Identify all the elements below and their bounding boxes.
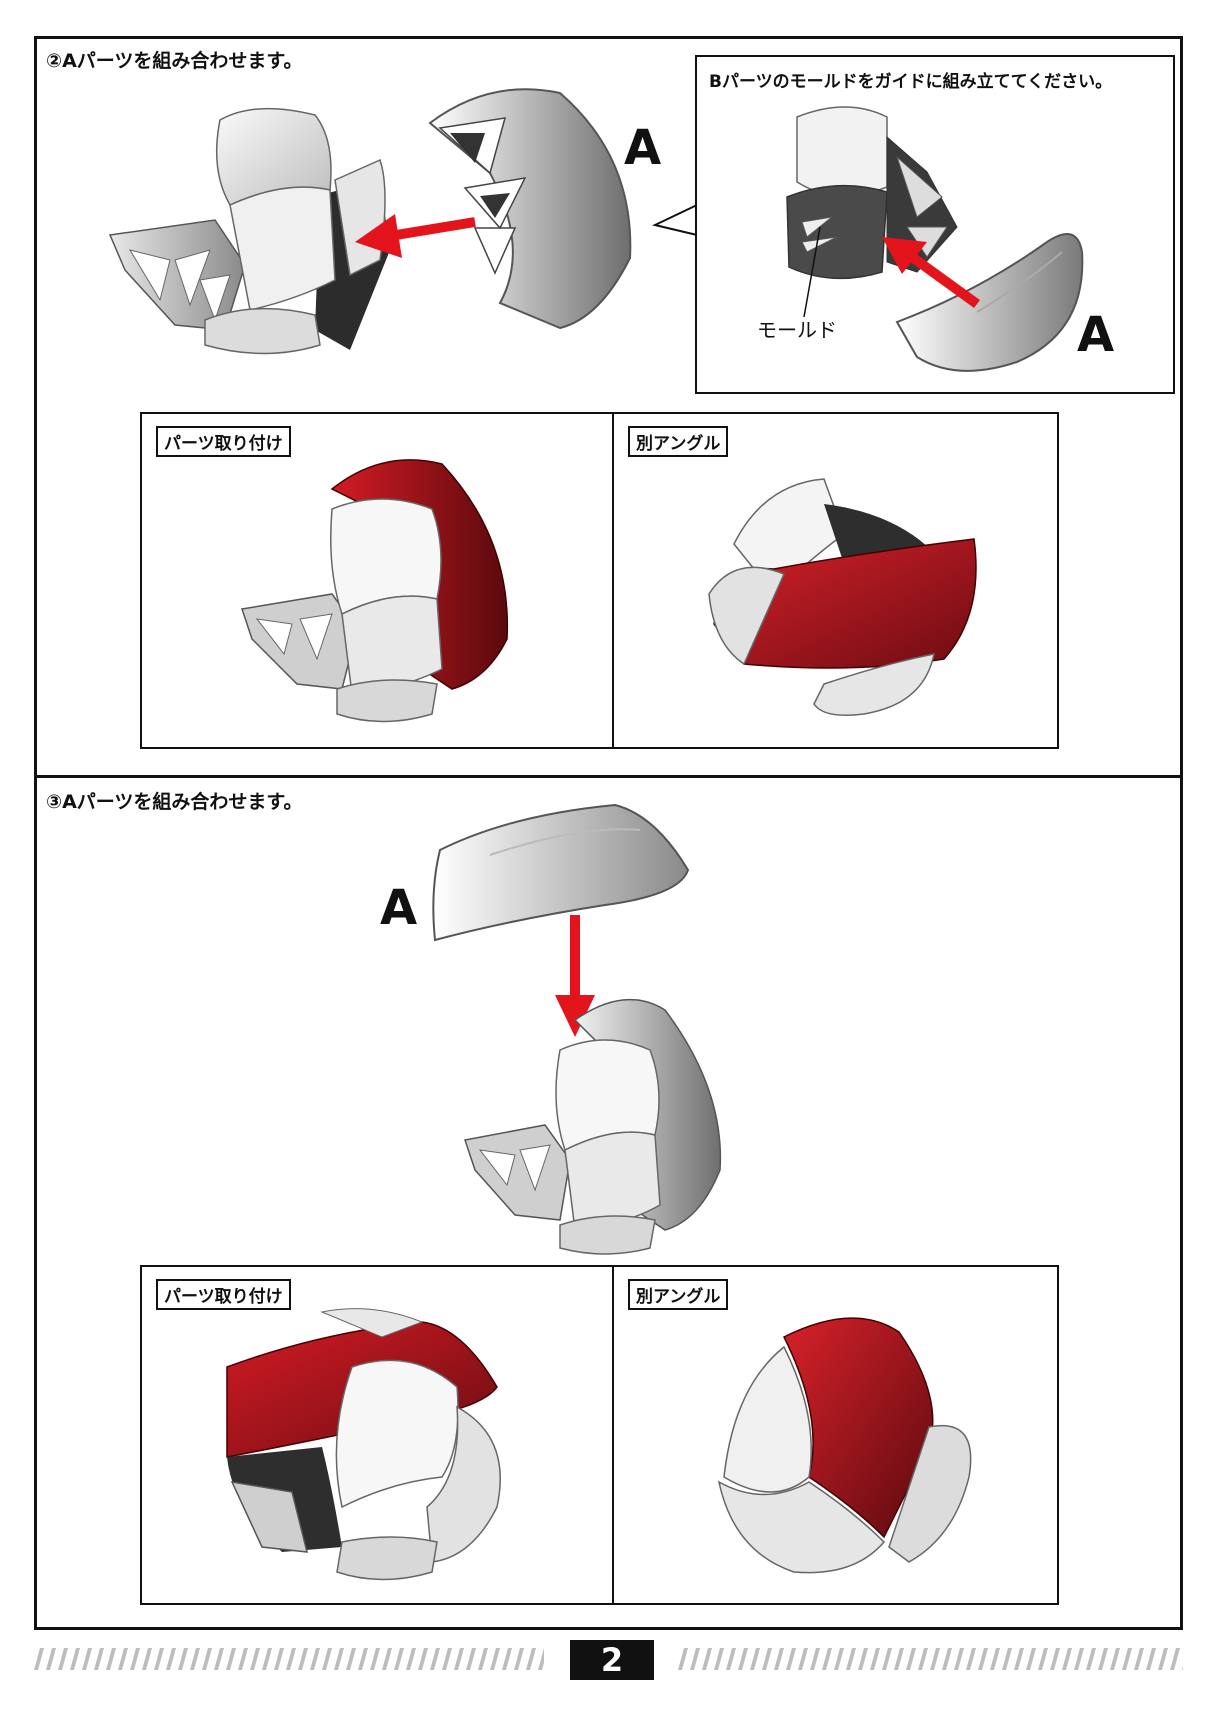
step3-other-angle-illustration [717, 1317, 972, 1574]
step-divider [34, 775, 1183, 778]
step2-part-a-label: A [624, 120, 662, 176]
step2-panel-other-angle-tag: 別アングル [628, 426, 729, 457]
callout-part-a-illustration [895, 233, 1084, 372]
footer-stripe-left [34, 1648, 544, 1670]
step3-title: ③Aパーツを組み合わせます。 [46, 791, 303, 813]
step2-insert-arrow [355, 214, 476, 258]
mold-label: モールド [757, 318, 837, 342]
step3-panel-attach-tag: パーツ取り付け [156, 1279, 291, 1310]
step3-assembly-illustration [464, 998, 722, 1255]
step2-title: ②Aパーツを組み合わせます。 [46, 50, 303, 72]
callout-part-a-label: A [1077, 307, 1115, 363]
step2-attached-illustration [241, 459, 509, 723]
footer-stripe-right [678, 1648, 1183, 1670]
page-number: 2 [570, 1640, 654, 1680]
step3-panel-attach: パーツ取り付け [140, 1265, 614, 1605]
callout-pointer [652, 204, 698, 236]
callout-title: Bパーツのモールドをガイドに組み立ててください。 [709, 72, 1113, 92]
step3-part-a-illustration [432, 803, 690, 942]
step2-other-angle-illustration [708, 478, 977, 716]
step3-insert-arrow [555, 915, 595, 1037]
mold-guide-callout: Bパーツのモールドをガイドに組み立ててください。 モールド A [695, 55, 1175, 394]
callout-red-arrow [882, 237, 980, 309]
step2-panel-attach: パーツ取り付け [140, 412, 614, 749]
callout-b-part-illustration [786, 106, 958, 280]
step2-panel-attach-tag: パーツ取り付け [156, 426, 291, 457]
step2-b-assembly-illustration [108, 107, 390, 355]
step3-panel-other-angle: 別アングル [612, 1265, 1059, 1605]
step2-part-a-illustration [428, 88, 632, 330]
page-frame [34, 36, 1183, 1630]
mold-leader-line [803, 226, 821, 318]
step3-part-a-label: A [380, 880, 418, 936]
step3-attached-illustration [226, 1308, 501, 1581]
step3-panel-other-angle-tag: 別アングル [628, 1279, 729, 1310]
step2-panel-other-angle: 別アングル [612, 412, 1059, 749]
